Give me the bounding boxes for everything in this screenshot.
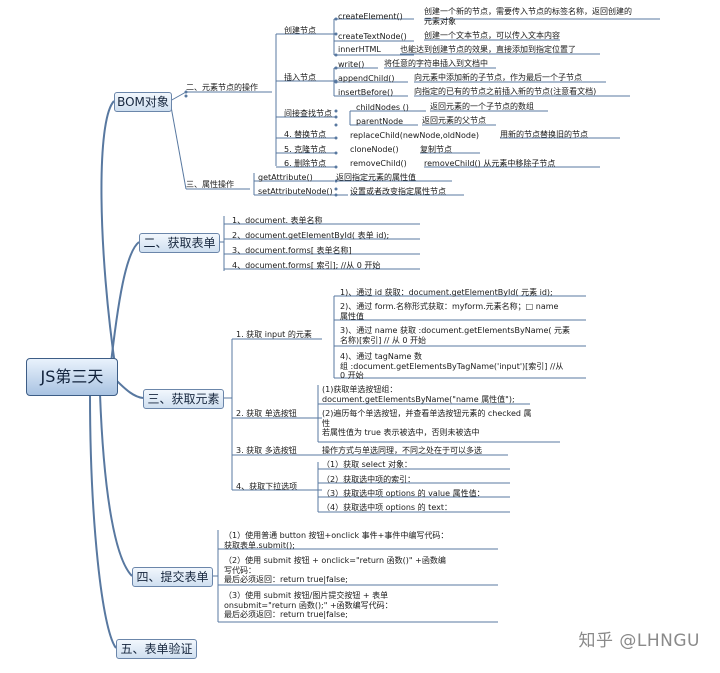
- clone-node: cloneNode(): [350, 145, 399, 154]
- select-step: （4）获取选中项 options 的 text：: [322, 503, 452, 512]
- radio-step: (1)获取单选按钮组： document.getElementsByName("…: [322, 385, 515, 404]
- get-attribute: getAttribute(): [258, 173, 313, 182]
- remove-child-desc: removeChild() 从元素中移除子节点: [424, 159, 556, 168]
- connector-line: [109, 241, 140, 373]
- create-element-desc: 创建一个新的节点，需要传入节点的标签名称，返回创建的 元素对象: [424, 7, 632, 26]
- element-radio: 2. 获取 单选按钮: [236, 409, 297, 418]
- parent-node: parentNode: [356, 117, 404, 126]
- inner-html: innerHTML: [338, 45, 381, 54]
- child-nodes: childNodes (): [356, 103, 409, 112]
- connector-dot: [334, 17, 338, 21]
- form-item: 3、document.forms[ 表单名称]: [232, 246, 352, 255]
- submit-method: （1）使用普通 button 按钮+onclick 事件+事件中编写代码： 获取…: [224, 531, 449, 550]
- input-method: 1)、通过 id 获取：document.getElementById( 元素 …: [340, 288, 553, 297]
- watermark: 知乎 @LHNGU: [578, 631, 700, 651]
- replace-child: replaceChild(newNode,oldNode): [350, 131, 480, 140]
- child-nodes-desc: 返回元素的一个子节点的数组: [430, 102, 534, 111]
- connector-dot: [334, 115, 338, 119]
- set-attribute-node-desc: 设置或者改变指定属性节点: [350, 187, 446, 196]
- bom-create: 创建节点: [284, 26, 316, 35]
- connector-line: [99, 393, 133, 577]
- bom-insert: 插入节点: [284, 73, 316, 82]
- topic-form-validation[interactable]: 五、表单验证: [116, 639, 197, 659]
- insert-before-desc: 向指定的已有的节点之前插入新的节点(注意看文档): [414, 87, 597, 96]
- append-child-desc: 向元素中添加新的子节点，作为最后一个子节点: [414, 73, 582, 82]
- topic-submit-form[interactable]: 四、提交表单: [132, 567, 213, 587]
- set-attribute-node: setAttributeNode(): [258, 187, 333, 196]
- topic-get-form[interactable]: 二、获取表单: [139, 233, 220, 253]
- clone-node-desc: 复制节点: [420, 145, 452, 154]
- connector-dot: [334, 187, 338, 191]
- connector-dot: [334, 80, 338, 84]
- bom-attr-ops: 三、属性操作: [186, 180, 234, 189]
- parent-node-desc: 返回元素的父节点: [422, 116, 486, 125]
- connector-line: [115, 379, 144, 399]
- connector-dot: [334, 151, 338, 155]
- connector-dot: [334, 109, 338, 113]
- input-method: 2)、通过 form.名称形式获取：myform.元素名称；□ name 属性值: [340, 302, 559, 321]
- form-item: 1、document. 表单名称: [232, 216, 323, 225]
- connector-line: [169, 91, 187, 102]
- get-attribute-desc: 返回指定元素的属性值: [336, 173, 416, 182]
- insert-before: insertBefore(): [338, 88, 394, 97]
- write: write(): [338, 60, 365, 69]
- connector-dot: [334, 136, 338, 140]
- remove-child: removeChild(): [350, 159, 407, 168]
- element-checkbox: 3. 获取 多选按钮: [236, 446, 297, 455]
- element-input: 1. 获取 input 的元素: [236, 330, 312, 339]
- topic-get-element[interactable]: 三、获取元素: [143, 389, 224, 409]
- connector-dot: [334, 165, 338, 169]
- connector-dot: [334, 193, 338, 197]
- connector-line: [89, 393, 117, 649]
- checkbox-desc: 操作方式与单选同理，不同之处在于可以多选: [322, 446, 482, 455]
- bom-clone: 5. 克隆节点: [284, 145, 327, 154]
- input-method: 4)、通过 tagName 数 组 :document.getElementsB…: [340, 352, 564, 380]
- form-item: 2、document.getElementById( 表单 id);: [232, 231, 390, 240]
- submit-method: （3）使用 submit 按钮/图片提交按钮 + 表单 onsubmit="re…: [224, 591, 393, 619]
- bom-delete: 6. 删除节点: [284, 159, 327, 168]
- write-desc: 将任意的字符串插入到文档中: [384, 59, 488, 68]
- connector-dot: [184, 94, 188, 98]
- select-step: （2）获取选中项的索引：: [322, 475, 416, 484]
- element-select: 4、获取下拉选项: [236, 482, 298, 491]
- connector-dot: [334, 32, 338, 36]
- root-topic[interactable]: JS第三天: [26, 358, 118, 396]
- select-step: （1）获取 select 对象：: [322, 460, 412, 469]
- create-text-node-desc: 创建一个文本节点，可以传入文本内容: [424, 31, 560, 40]
- create-text-node: createTextNode(): [338, 32, 407, 41]
- topic-bom[interactable]: BOM对象: [114, 92, 172, 112]
- append-child: appendChild(): [338, 74, 395, 83]
- connector-line: [169, 100, 187, 190]
- connector-dot: [334, 179, 338, 183]
- bom-find: 间接查找节点: [284, 109, 332, 118]
- replace-child-desc: 用新的节点替换旧的节点: [500, 130, 588, 139]
- submit-method: （2）使用 submit 按钮 + onclick="return 函数()" …: [224, 556, 446, 584]
- select-step: （3）获取选中项 options 的 value 属性值：: [322, 489, 485, 498]
- connector-dot: [334, 123, 338, 127]
- input-method: 3)、通过 name 获取 :document.getElementsByNam…: [340, 326, 571, 345]
- bom-node-ops: 二、元素节点的操作: [186, 83, 258, 92]
- bom-replace: 4. 替换节点: [284, 130, 327, 139]
- connector-dot: [184, 90, 188, 94]
- form-item: 4、document.forms[ 索引]; //从 0 开始: [232, 261, 381, 270]
- connector-dot: [334, 53, 338, 57]
- create-element: createElement(): [338, 12, 403, 21]
- inner-html-desc: 也能达到创建节点的效果，直接添加到指定位置了: [400, 45, 576, 54]
- connector-line: [100, 100, 117, 373]
- radio-step: (2)遍历每个单选按钮，并查看单选按钮元素的 checked 属 性 若属性值为…: [322, 409, 532, 437]
- connector-dot: [334, 66, 338, 70]
